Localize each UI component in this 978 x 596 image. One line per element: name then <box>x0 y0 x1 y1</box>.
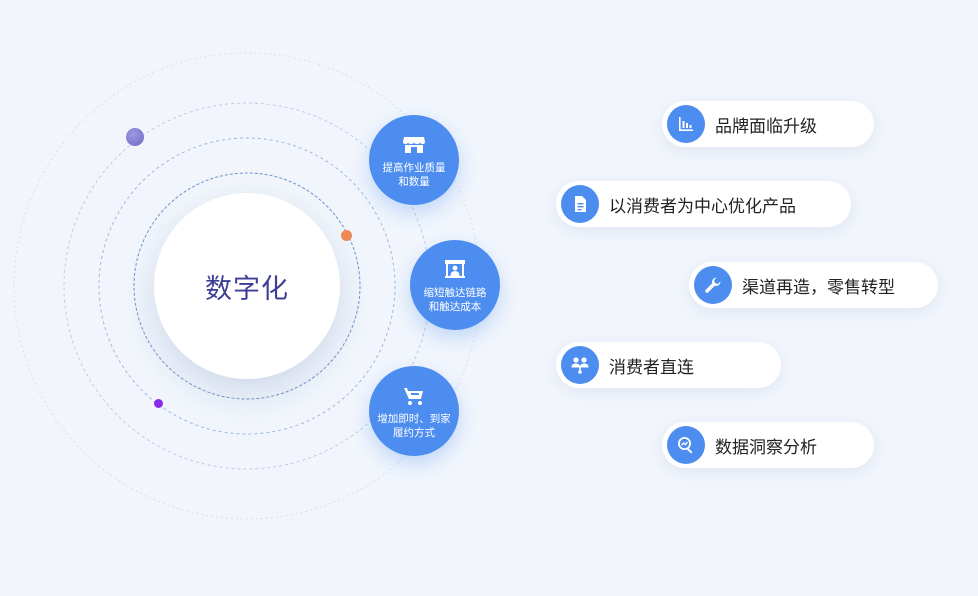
orbit-dot-orange <box>341 230 352 241</box>
wrench-icon <box>705 277 721 293</box>
storefront-icon <box>403 137 425 153</box>
pill-data-insight: 数据洞察分析 <box>662 422 874 468</box>
pill-label: 数据洞察分析 <box>715 437 817 458</box>
pill-label: 渠道再造，零售转型 <box>742 277 895 298</box>
center-circle: 数字化 <box>154 193 340 379</box>
magnify-chart-icon <box>678 437 693 454</box>
orbit-dot-purple <box>126 128 144 146</box>
center-label: 数字化 <box>205 273 289 305</box>
node-label: 缩短触达链路 和触达成本 <box>423 287 487 313</box>
node-fulfillment: 增加即时、到家 履约方式 <box>369 366 459 456</box>
delivery-cart-icon <box>404 388 423 405</box>
users-icon <box>571 357 589 374</box>
node-label: 提高作业质量 和数量 <box>382 162 446 188</box>
document-icon <box>575 196 586 212</box>
bar-chart-icon <box>679 117 693 131</box>
pill-consumer-product: 以消费者为中心优化产品 <box>556 181 851 227</box>
node-label: 增加即时、到家 履约方式 <box>377 413 451 439</box>
pill-channel-retail: 渠道再造，零售转型 <box>689 262 938 308</box>
pill-label: 消费者直连 <box>609 357 694 378</box>
pill-consumer-direct: 消费者直连 <box>556 342 781 388</box>
orbit-dot-violet <box>154 399 163 408</box>
pill-brand-upgrade: 品牌面临升级 <box>662 101 874 147</box>
pill-label: 品牌面临升级 <box>715 116 817 137</box>
market-stall-icon <box>445 260 465 278</box>
node-quality: 提高作业质量 和数量 <box>369 115 459 205</box>
node-reach: 缩短触达链路 和触达成本 <box>410 240 500 330</box>
pill-label: 以消费者为中心优化产品 <box>609 196 796 217</box>
